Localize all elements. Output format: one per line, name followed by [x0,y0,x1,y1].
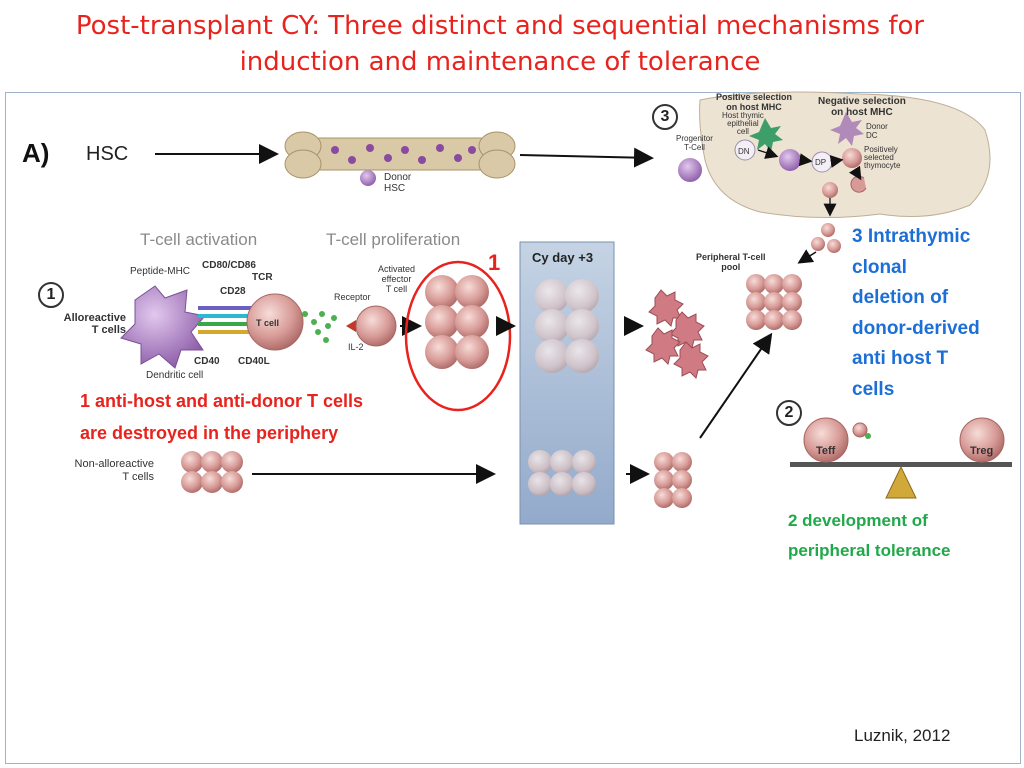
il2-label: IL-2 [348,342,364,352]
dn-cell [734,139,756,161]
seesaw [790,417,1012,499]
mechanism-2-annotation: 2 development of peripheral tolerance [788,511,951,560]
dp-label: DP [815,158,827,167]
surviving-cells [654,452,692,508]
teff-label: Teff [816,445,836,457]
donor-hsc-cell [360,170,376,186]
dendritic-cell-label: Dendritic cell [146,370,204,381]
thymus-to-pool-arrow [797,249,817,264]
peptide-mhc-label: Peptide-MHC [130,266,191,277]
tcr-label: TCR [252,272,273,283]
neg-arrow [848,165,862,181]
step-1-badge: 1 [38,282,64,308]
ps-arrow [829,155,844,168]
t-cell-label: T cell [256,318,280,328]
non-alloreactive-cluster [181,451,243,493]
progenitor-cell [678,158,702,182]
tcell-proliferation-heading: T-cell proliferation [326,230,461,249]
deleted-thymocyte [850,175,867,193]
activated-t-cell [246,293,304,351]
panel-letter: A) [22,138,50,168]
cy-day-label: Cy day +3 [532,250,594,265]
il2-dots [302,311,337,343]
step-3-badge: 3 [652,104,678,130]
dn-label: DN [738,147,750,156]
donor-dc [830,112,864,146]
step-2-badge: 2 [776,400,802,426]
treg-label: Treg [970,445,994,457]
cd80-cd86-label: CD80/CD86 [202,260,256,271]
page-title: Post-transplant CY: Three distinct and s… [0,8,1000,80]
to-pool-arrow [699,332,773,439]
mechanism-1-annotation: 1 anti-host and anti-donor T cells are d… [80,391,364,443]
dn-arrow [757,146,779,159]
dendritic-cell [120,285,206,369]
cd28-label: CD28 [220,286,246,297]
cd40-label: CD40 [194,356,220,367]
receptor-bonds [198,306,252,334]
red-marker-number: 1 [488,250,501,275]
mechanism-3-annotation: 3 Intrathymic clonal deletion of donor-d… [852,226,980,400]
receptor-label: Receptor [334,292,371,302]
cy-cluster-bottom [528,450,596,496]
effector-t-cell [355,305,397,347]
hsc-label: HSC [86,143,129,165]
receptor-mark [346,320,356,332]
proliferated-cluster [425,275,489,369]
host-thymic-epithelial-cell [749,118,783,152]
thymus-exit-cell [822,182,838,198]
tcell-activation-heading: T-cell activation [140,230,258,249]
positively-selected-thymocyte [842,148,862,168]
dp-arrow [798,153,813,167]
apoptotic-cells [645,289,709,379]
cd40l-label: CD40L [238,356,270,367]
bone-to-thymus-arrow [519,147,654,168]
title-line-2: induction and maintenance of tolerance [239,47,761,77]
dp-intermediate-cell [779,149,801,171]
bone-shape [284,131,516,179]
peripheral-pool-cluster [746,274,802,330]
citation: Luznik, 2012 [854,726,951,745]
cy-cluster-top [535,279,599,373]
title-line-1: Post-transplant CY: Three distinct and s… [75,11,925,41]
red-highlight-circle [404,260,512,412]
